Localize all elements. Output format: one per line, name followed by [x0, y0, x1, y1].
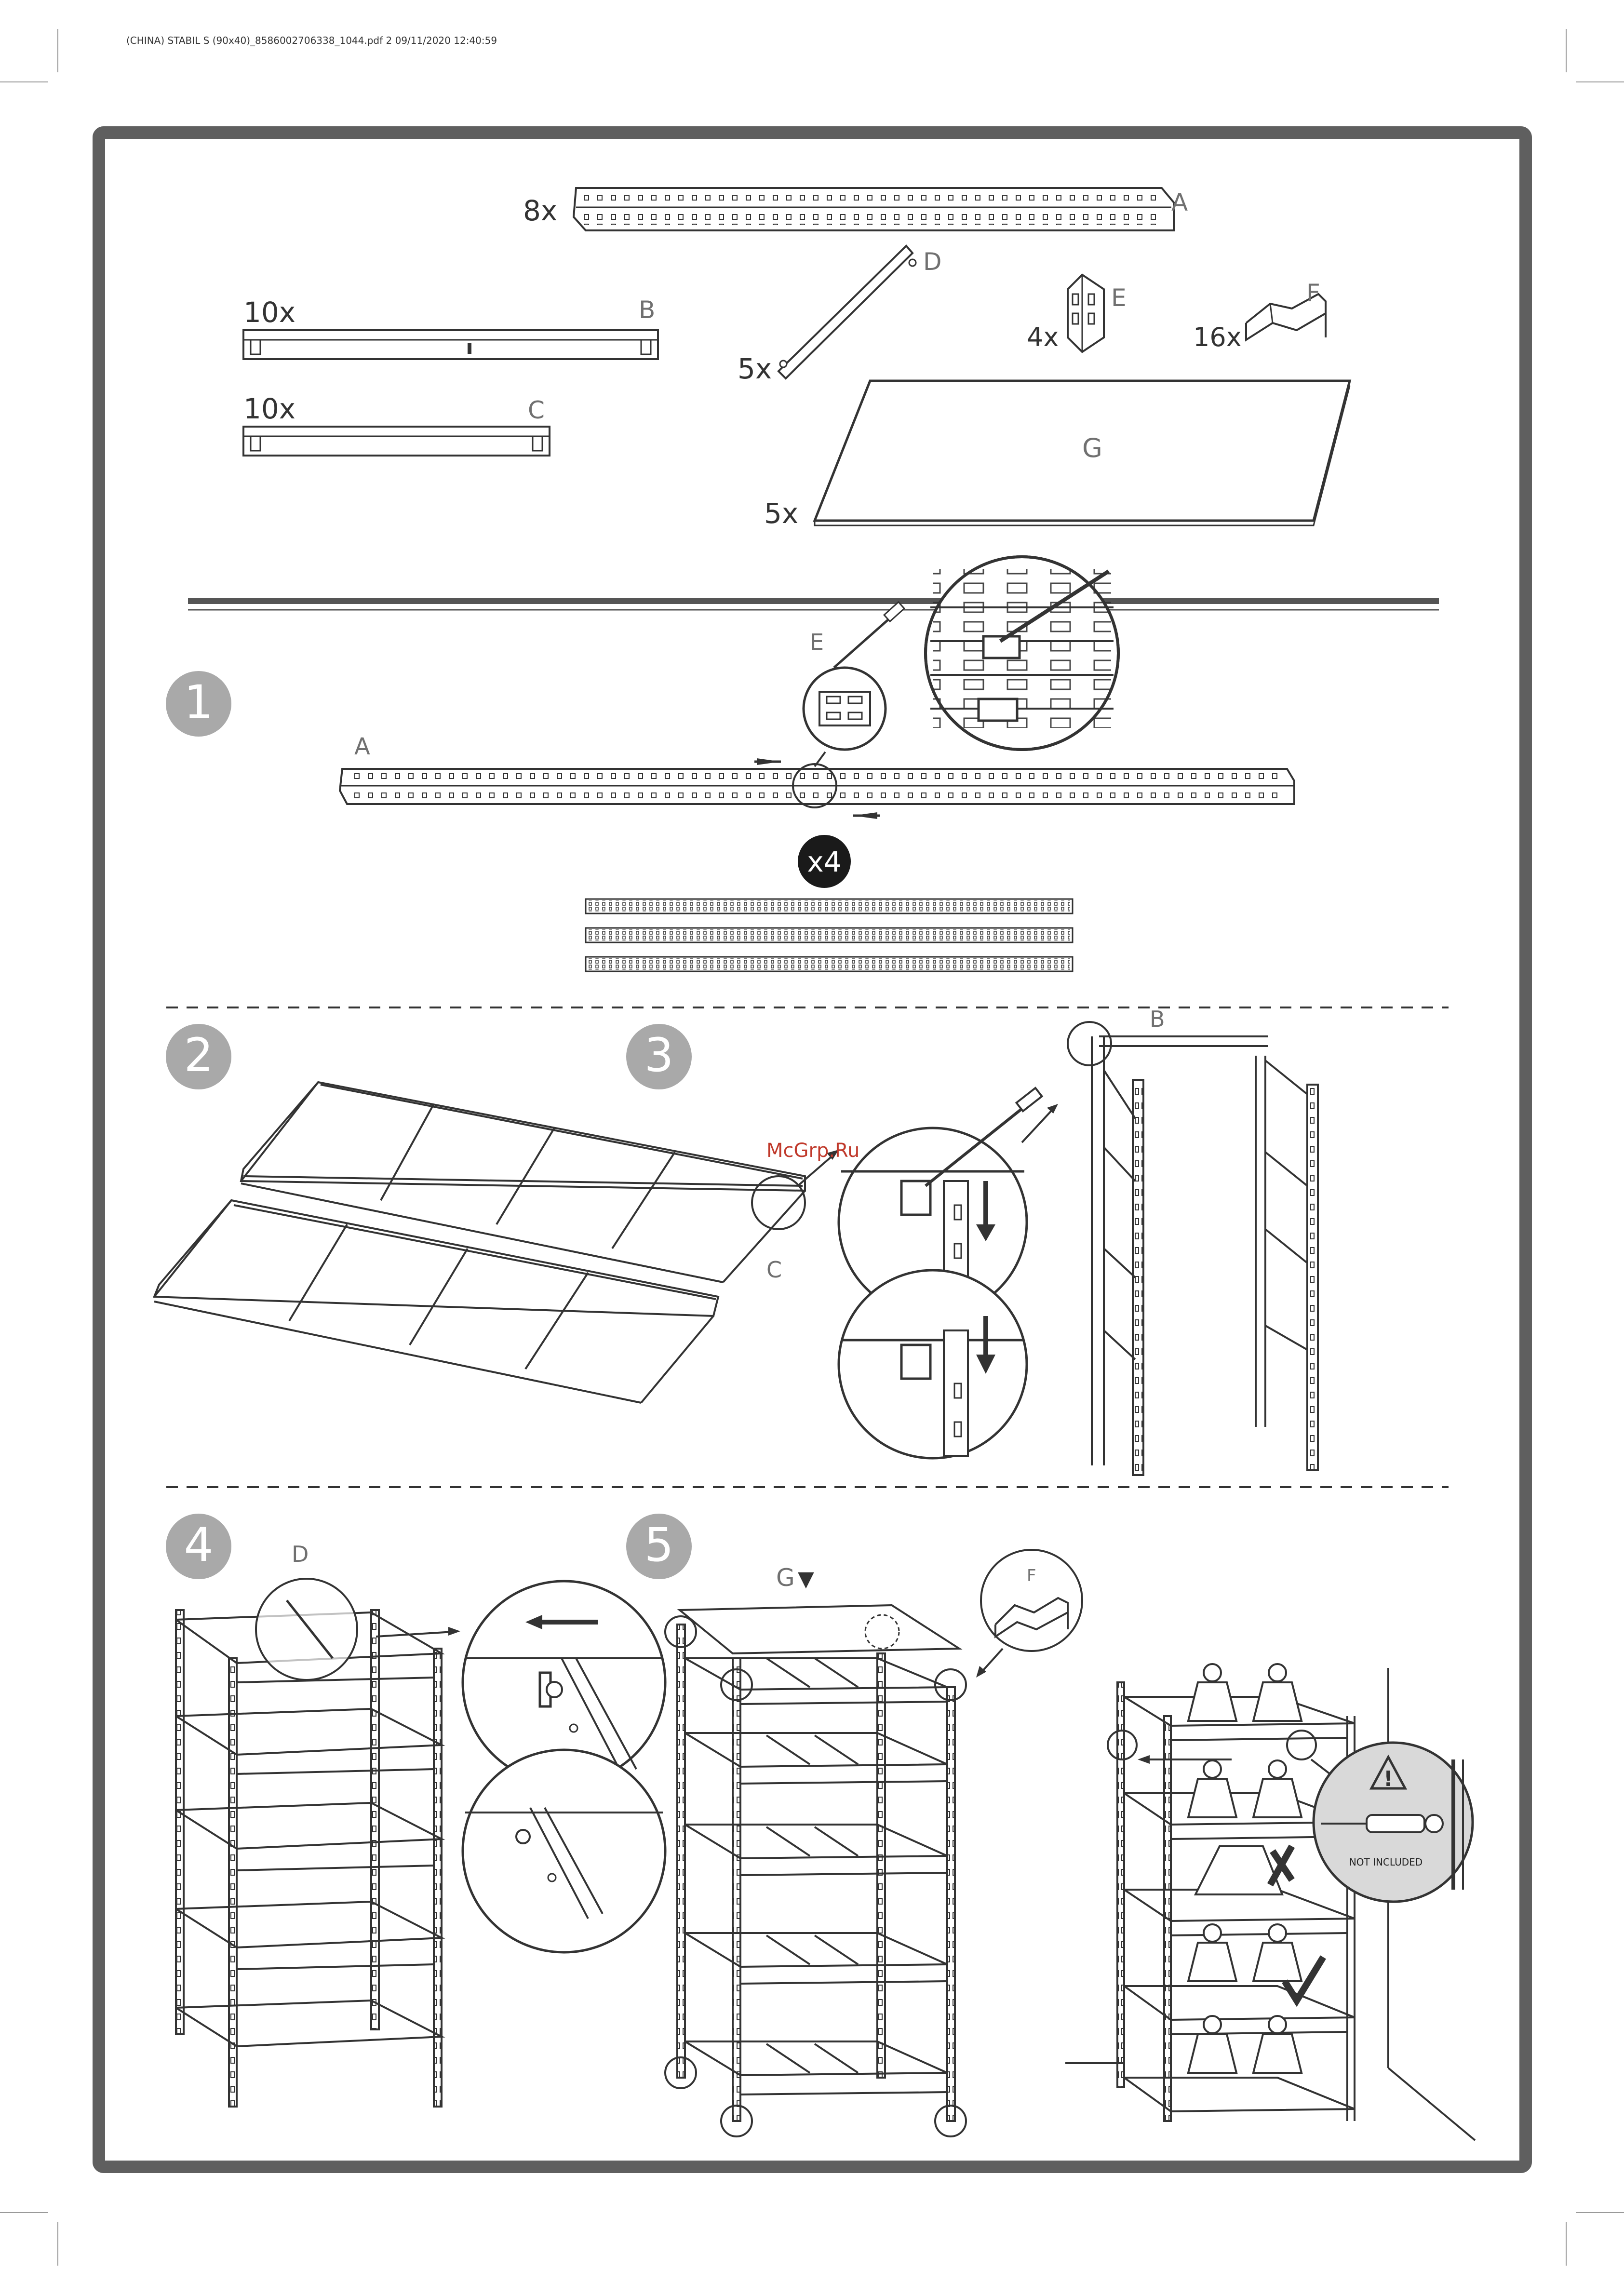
part-e-letter: E	[1111, 284, 1127, 312]
load-safety-illustration: ! NOT INCLUDED	[1065, 1664, 1475, 2140]
step-3-label-c: C	[766, 1257, 782, 1283]
step-3-label-b: B	[1150, 1006, 1165, 1032]
step-3: 3 C B	[626, 1006, 1318, 1475]
part-g-qty: 5x	[764, 497, 798, 530]
part-a-qty: 8x	[523, 194, 557, 227]
x4-badge-text: x4	[807, 846, 841, 878]
part-e-qty: 4x	[1027, 322, 1059, 352]
part-b-qty: 10x	[243, 296, 295, 329]
part-d-letter: D	[923, 248, 942, 276]
part-b-beam: 10x B	[243, 296, 658, 359]
part-b-letter: B	[639, 296, 655, 324]
part-f-corner: 16x F	[1193, 279, 1326, 352]
part-d-qty: 5x	[738, 352, 772, 385]
step-4-number: 4	[184, 1518, 213, 1572]
not-included-text: NOT INCLUDED	[1349, 1856, 1423, 1868]
step-1-number: 1	[184, 675, 213, 729]
part-c-beam: 10x C	[243, 392, 550, 456]
step-5-label-g: G	[776, 1564, 795, 1592]
down-arrow-icon: ▼	[798, 1567, 814, 1591]
step-5-label-f: F	[1027, 1566, 1036, 1585]
warning-icon: !	[1383, 1767, 1393, 1791]
part-f-letter: F	[1306, 279, 1320, 307]
step-2-number: 2	[184, 1028, 213, 1082]
part-a-letter: A	[1171, 188, 1188, 216]
step-4-label-d: D	[292, 1541, 309, 1567]
step-1: 1 A E	[166, 557, 1294, 971]
watermark: McGrp.Ru	[766, 1140, 859, 1162]
step-2: 2 McGrp.Ru	[154, 1024, 859, 1403]
part-f-qty: 16x	[1193, 322, 1242, 352]
part-a-rail: 8x A	[523, 188, 1188, 230]
part-c-qty: 10x	[243, 392, 295, 425]
part-c-letter: C	[528, 396, 545, 424]
step-5: 5 G ▼	[626, 1514, 1082, 2136]
part-e-connector: 4x E	[1027, 275, 1127, 352]
step-1-label-a: A	[354, 733, 370, 760]
part-g-letter: G	[1082, 433, 1102, 463]
step-1-label-e: E	[810, 629, 824, 655]
step-4: 4 D	[166, 1514, 665, 2107]
step-3-number: 3	[644, 1028, 673, 1082]
step-5-number: 5	[644, 1518, 673, 1572]
part-d-brace: 5x D	[738, 246, 942, 385]
part-g-shelf: 5x G	[764, 381, 1350, 530]
